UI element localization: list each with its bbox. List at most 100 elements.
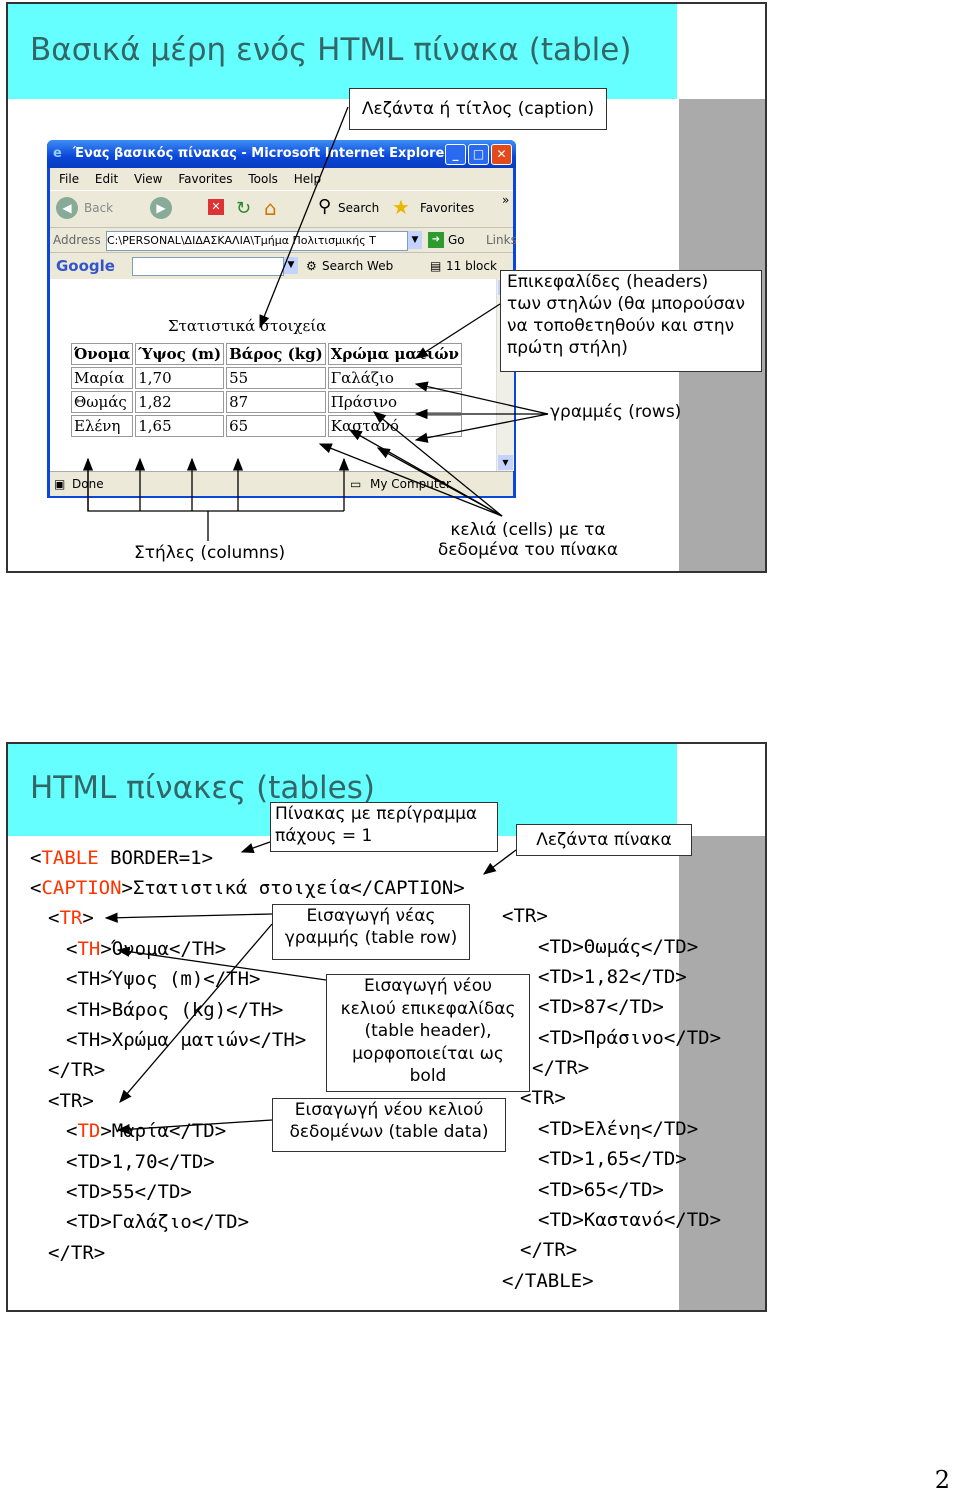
back-button[interactable]: Back	[84, 201, 114, 215]
table-cell: 65	[226, 415, 326, 437]
address-dropdown-icon[interactable]: ▼	[408, 231, 422, 249]
maximize-button[interactable]: □	[468, 144, 489, 165]
code-line: <TH>Χρώμα ματιών</TH>	[66, 1029, 307, 1051]
favorites-star-icon[interactable]: ★	[392, 195, 410, 219]
close-button[interactable]: ✕	[491, 144, 512, 165]
cells-arrow-4	[376, 447, 503, 517]
search-web-button[interactable]: Search Web	[322, 259, 394, 273]
search-web-icon: ⚙	[306, 259, 317, 273]
page-done-icon: ▣	[54, 477, 66, 491]
code-line: <TD>55</TD>	[66, 1181, 192, 1203]
menu-help[interactable]: Help	[293, 172, 322, 186]
cells-arrow-1	[372, 411, 503, 517]
search-icon[interactable]: ⚲	[318, 196, 332, 217]
columns-label: Στήλες (columns)	[134, 543, 286, 563]
code-line: <TD>1,65</TD>	[538, 1148, 687, 1170]
popup-blocked-count[interactable]: 11 block	[446, 259, 497, 273]
more-chevron-icon[interactable]: »	[502, 193, 510, 207]
go-arrow-icon[interactable]: ➜	[428, 232, 444, 248]
popup-block-icon: ▤	[430, 259, 442, 273]
menu-favorites[interactable]: Favorites	[178, 172, 233, 186]
annotation-arrows	[82, 106, 549, 541]
data-callout-line: δεδομένων (table data)	[289, 1122, 489, 1142]
go-button[interactable]: Go	[448, 233, 465, 247]
stop-icon[interactable]: ✕	[208, 199, 224, 215]
headers-callout-line: πρώτη στήλη)	[507, 338, 628, 358]
table-cell: 55	[226, 367, 326, 389]
search-button[interactable]: Search	[338, 201, 380, 215]
code-line: <TR>	[520, 1087, 566, 1109]
google-dropdown-icon[interactable]: ▼	[284, 257, 298, 274]
code-line: </TR>	[520, 1239, 578, 1261]
row-arrow-1	[104, 912, 273, 923]
table-cell: Πράσινο	[327, 391, 462, 413]
header-cell: Όνομα	[71, 343, 134, 365]
favorites-button[interactable]: Favorites	[420, 201, 475, 215]
code-line: <TH>Ύψος (m)</TH>	[66, 968, 261, 990]
header-cell: Ύψος (m)	[135, 343, 225, 365]
rows-label: γραμμές (rows)	[550, 402, 682, 422]
window-titlebar: e Ένας βασικός πίνακας - Microsoft Inter…	[47, 140, 516, 168]
google-logo[interactable]: Google	[56, 257, 115, 275]
table-cell: Θωμάς	[71, 391, 134, 413]
stats-table: Όνομα Ύψος (m) Βάρος (kg) Χρώμα ματιών Μ…	[69, 341, 464, 439]
cells-label-line: δεδομένα του πίνακα	[437, 540, 619, 560]
menu-view[interactable]: View	[134, 172, 163, 186]
title-band	[8, 4, 677, 99]
code-line: <TR>	[48, 907, 94, 929]
menu-edit[interactable]: Edit	[94, 172, 119, 186]
headers-callout-line: Επικεφαλίδες (headers)	[507, 272, 709, 292]
table-row: Ελένη 1,65 65 Καστανό	[71, 415, 462, 437]
code-line: <TR>	[48, 1090, 94, 1112]
code-line: <TD>Θωμάς</TD>	[538, 936, 699, 958]
row-callout: Εισαγωγή νέας γραμμής (table row)	[272, 904, 470, 960]
slide-title: HTML πίνακες (tables)	[30, 770, 375, 806]
code-line: <TD>Γαλάζιο</TD>	[66, 1211, 250, 1233]
code-line: <TR>	[502, 905, 548, 927]
caption-callout: Λεζάντα ή τίτλος (caption)	[349, 88, 607, 130]
forward-arrow-icon[interactable]: ▶	[150, 197, 172, 219]
headers-callout-line: να τοποθετηθούν και στην	[507, 316, 735, 336]
back-arrow-icon[interactable]: ◀	[56, 197, 78, 219]
headers-callout: Επικεφαλίδες (headers) των στηλών (θα μπ…	[500, 270, 762, 372]
window-title: Ένας βασικός πίνακας - Microsoft Interne…	[73, 146, 451, 161]
refresh-icon[interactable]: ↻	[236, 198, 252, 219]
cells-label-line: κελιά (cells) με τα	[450, 520, 606, 540]
code-line: <TD>65</TD>	[538, 1179, 664, 1201]
code-line: </TR>	[48, 1242, 106, 1264]
code-line: <CAPTION>Στατιστικά στοιχεία</CAPTION>	[30, 877, 465, 899]
data-callout-line: Εισαγωγή νέου κελιού	[294, 1100, 484, 1120]
row-arrow-2	[119, 923, 273, 1103]
page-number: 2	[934, 1466, 950, 1494]
slide-title: Βασικά μέρη ενός HTML πίνακα (table)	[30, 32, 632, 68]
header-callout: Εισαγωγή νέου κελιού επικεφαλίδας (table…	[326, 974, 530, 1092]
code-line: </TR>	[48, 1059, 106, 1081]
code-line: <TD>Καστανό</TD>	[538, 1209, 722, 1231]
scroll-down-icon[interactable]: ▼	[498, 455, 513, 470]
header-callout-line: μορφοποιείται ως	[352, 1043, 504, 1064]
menu-file[interactable]: File	[59, 172, 80, 186]
code-line: <TD>1,70</TD>	[66, 1151, 215, 1173]
header-callout-line: (table header),	[364, 1021, 492, 1041]
address-input[interactable]: C:\PERSONAL\ΔΙΔΑΣΚΑΛΙΑ\Τμήμα Πολιτισμική…	[106, 231, 408, 251]
header-callout-line: Εισαγωγή νέου	[364, 976, 492, 996]
caption-callout: Λεζάντα πίνακα	[516, 824, 692, 856]
toolbar: ◀ Back ▶ ✕ ↻ ⌂ ⚲ Search ★ Favorites »	[50, 190, 513, 227]
cells-arrow-3	[318, 443, 503, 517]
minimize-button[interactable]: _	[445, 144, 466, 165]
row-callout-line: Εισαγωγή νέας	[306, 906, 436, 926]
code-line: <TD>Πράσινο</TD>	[538, 1027, 722, 1049]
browser-window: e Ένας βασικός πίνακας - Microsoft Inter…	[47, 140, 516, 498]
data-arrow	[116, 1119, 273, 1135]
address-bar: Address C:\PERSONAL\ΔΙΔΑΣΚΑΛΙΑ\Τμήμα Πολ…	[50, 227, 516, 253]
border-arrow	[240, 841, 271, 853]
links-label[interactable]: Links	[486, 233, 516, 247]
slide-table-parts: Βασικά μέρη ενός HTML πίνακα (table) Λεζ…	[6, 2, 767, 573]
table-cell: 1,70	[135, 367, 225, 389]
page-content: Στατιστικά στοιχεία Όνομα Ύψος (m) Βάρος…	[50, 279, 496, 471]
menu-tools[interactable]: Tools	[248, 172, 278, 186]
header-callout-line: κελιού επικεφαλίδας	[340, 998, 516, 1019]
code-line: <TD>1,82</TD>	[538, 966, 687, 988]
border-callout-line: πάχους = 1	[275, 826, 373, 846]
home-icon[interactable]: ⌂	[264, 196, 277, 220]
